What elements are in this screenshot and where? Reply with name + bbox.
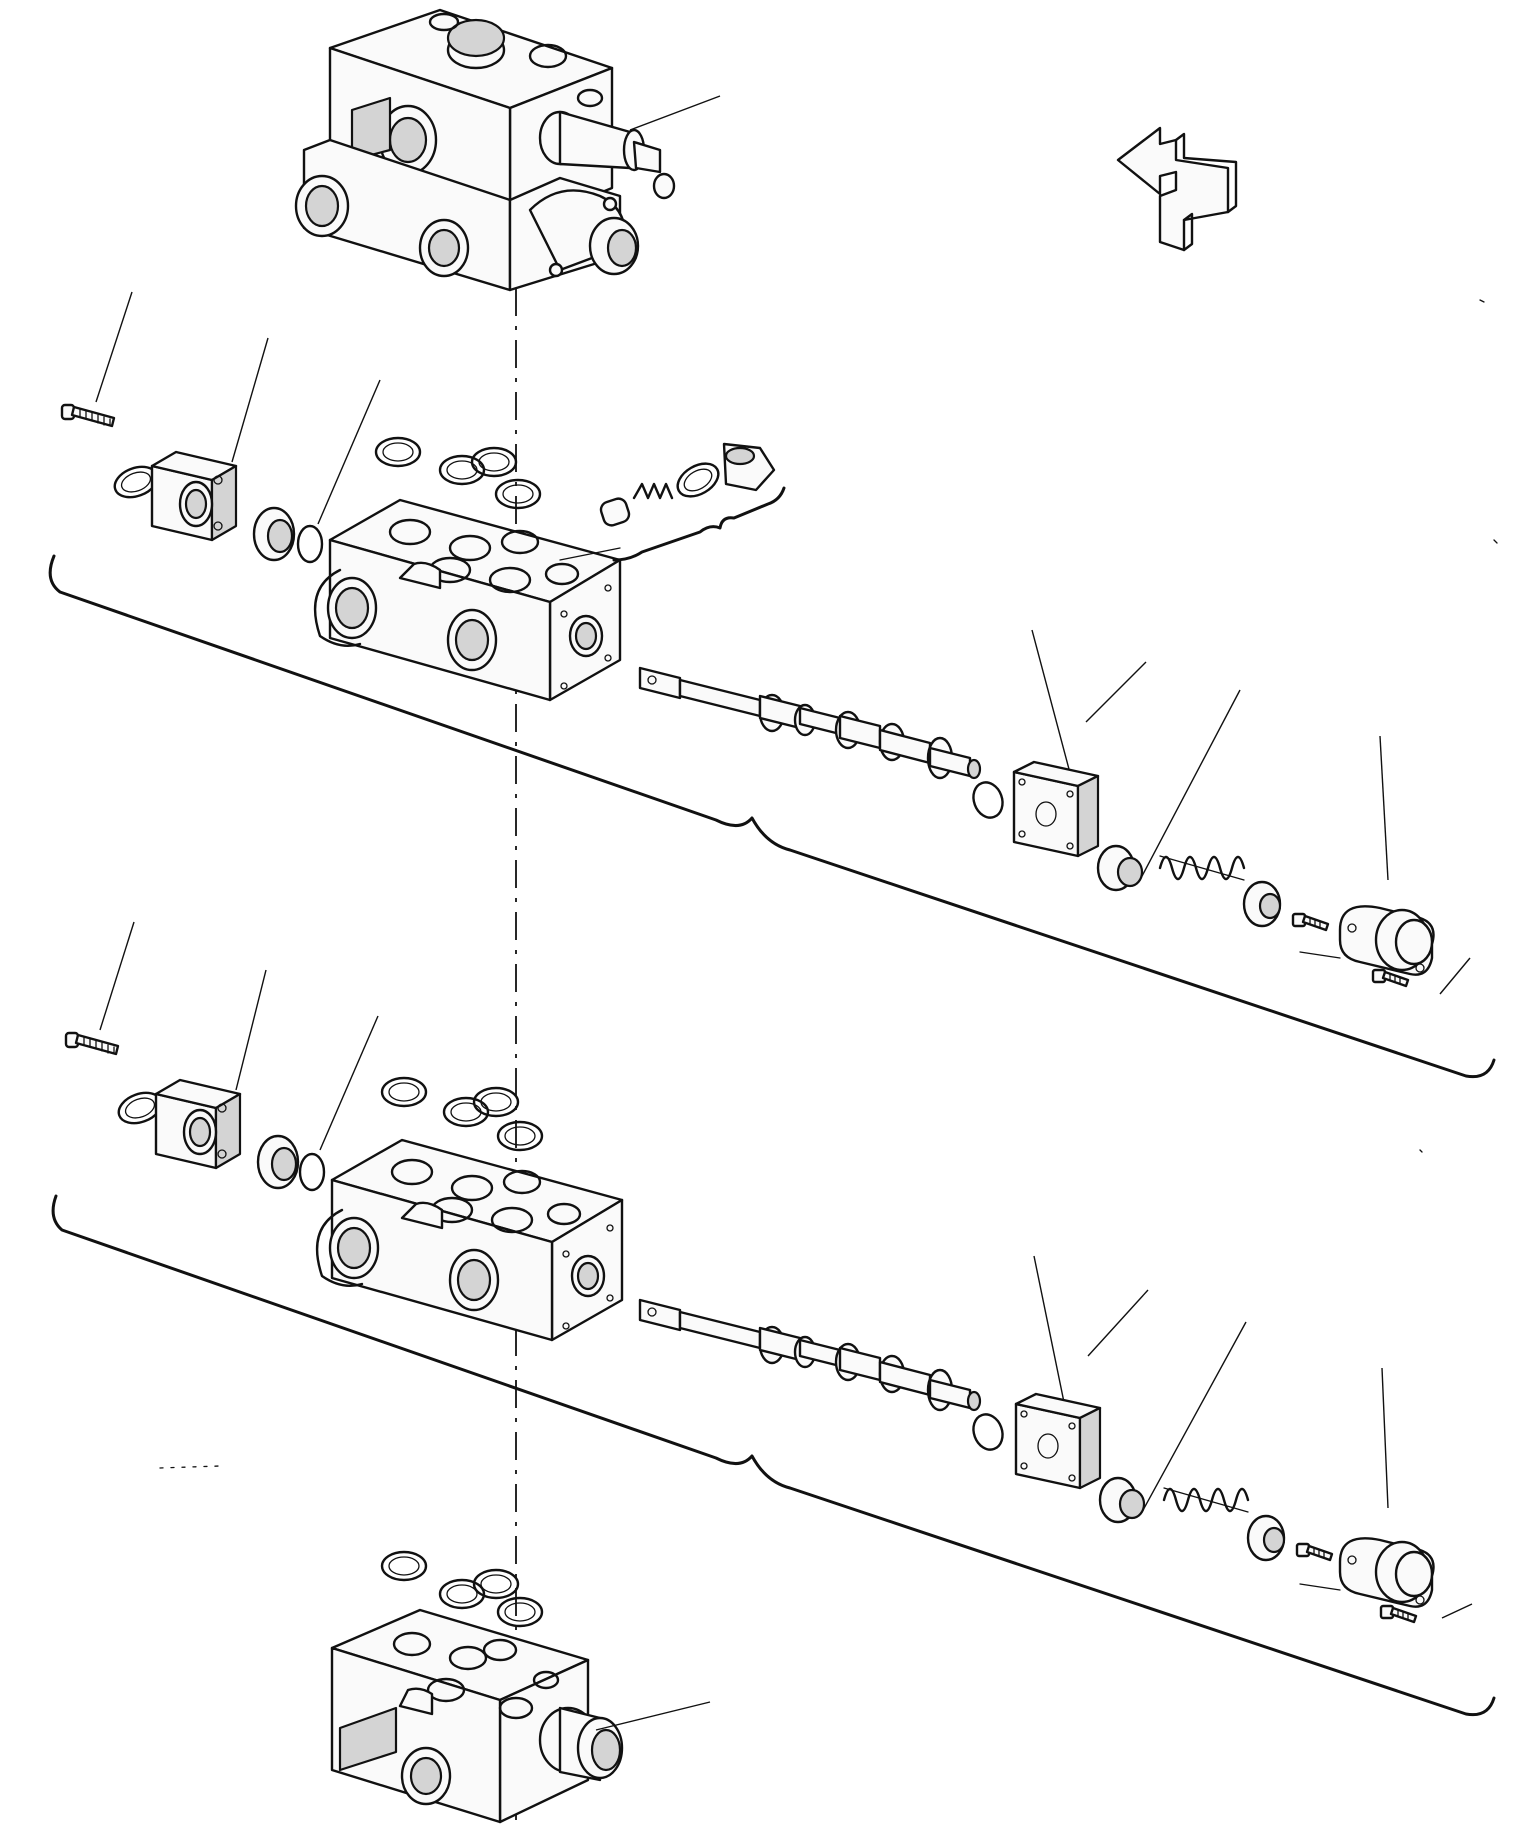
scan-artifacts (159, 299, 1498, 1469)
valve-section-2 (51, 921, 1496, 1717)
valve-section-1 (48, 291, 1496, 1079)
top-valve-assembly (294, 8, 721, 292)
bottom-end-section (330, 1550, 711, 1824)
direction-arrow-icon (1116, 126, 1238, 252)
